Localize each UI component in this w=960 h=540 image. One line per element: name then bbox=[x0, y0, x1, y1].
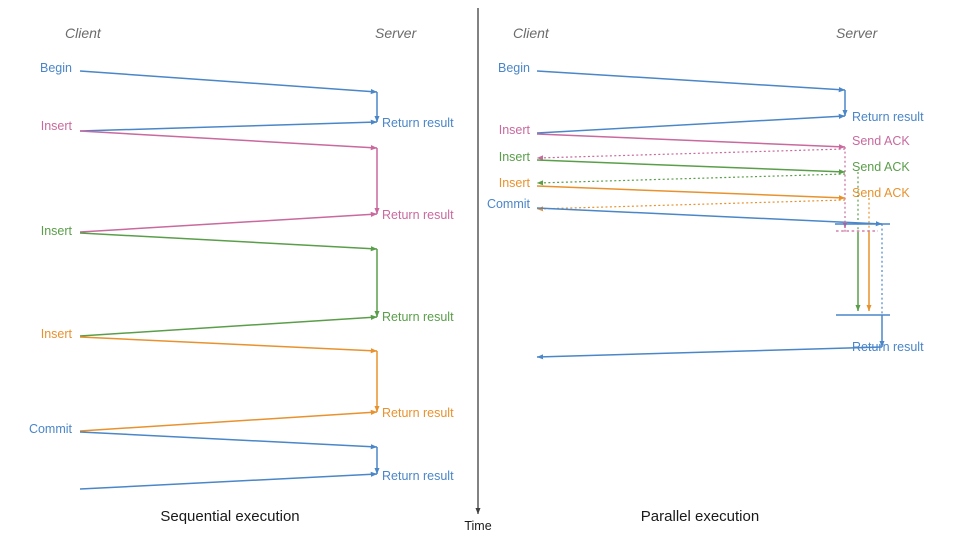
server-message-label: Return result bbox=[382, 406, 454, 420]
time-axis-label: Time bbox=[464, 519, 491, 533]
client-message-label: Begin bbox=[40, 61, 72, 75]
server-message-label: Return result bbox=[382, 310, 454, 324]
commit-request-arrow bbox=[536, 207, 883, 227]
request-arrow bbox=[79, 431, 378, 450]
client-lifeline-header: Client bbox=[513, 25, 550, 41]
ack-arrow bbox=[536, 199, 846, 212]
server-message-label: Return result bbox=[382, 469, 454, 483]
server-message-label: Send ACK bbox=[852, 134, 910, 148]
request-arrow bbox=[536, 159, 846, 175]
client-message-label: Insert bbox=[41, 119, 73, 133]
server-message-label: Return result bbox=[852, 110, 924, 124]
client-message-label: Commit bbox=[487, 197, 531, 211]
server-message-label: Return result bbox=[852, 340, 924, 354]
response-arrow bbox=[79, 409, 378, 432]
request-arrow bbox=[79, 70, 378, 95]
client-message-label: Insert bbox=[499, 150, 531, 164]
server-message-label: Send ACK bbox=[852, 186, 910, 200]
response-arrow bbox=[536, 113, 846, 134]
server-message-label: Send ACK bbox=[852, 160, 910, 174]
request-arrow bbox=[79, 336, 378, 354]
response-arrow bbox=[79, 211, 378, 233]
ack-arrow bbox=[536, 173, 846, 186]
server-lifeline-header: Server bbox=[836, 25, 879, 41]
response-arrow bbox=[79, 471, 378, 490]
server-lifeline-header: Server bbox=[375, 25, 418, 41]
response-arrow bbox=[79, 314, 378, 337]
server-message-label: Return result bbox=[382, 208, 454, 222]
client-message-label: Insert bbox=[499, 176, 531, 190]
request-arrow bbox=[536, 133, 846, 150]
request-arrow bbox=[79, 232, 378, 252]
request-arrow bbox=[536, 70, 846, 93]
request-arrow bbox=[79, 130, 378, 151]
client-lifeline-header: Client bbox=[65, 25, 102, 41]
client-message-label: Insert bbox=[499, 123, 531, 137]
server-message-label: Return result bbox=[382, 116, 454, 130]
request-arrow bbox=[536, 185, 846, 201]
response-arrow bbox=[79, 119, 378, 132]
panel-caption: Sequential execution bbox=[160, 508, 299, 525]
client-message-label: Insert bbox=[41, 224, 73, 238]
client-message-label: Begin bbox=[498, 61, 530, 75]
client-message-label: Insert bbox=[41, 327, 73, 341]
ack-arrow bbox=[536, 148, 846, 161]
client-message-label: Commit bbox=[29, 422, 73, 436]
response-arrow bbox=[536, 346, 883, 360]
panel-caption: Parallel execution bbox=[641, 508, 759, 525]
